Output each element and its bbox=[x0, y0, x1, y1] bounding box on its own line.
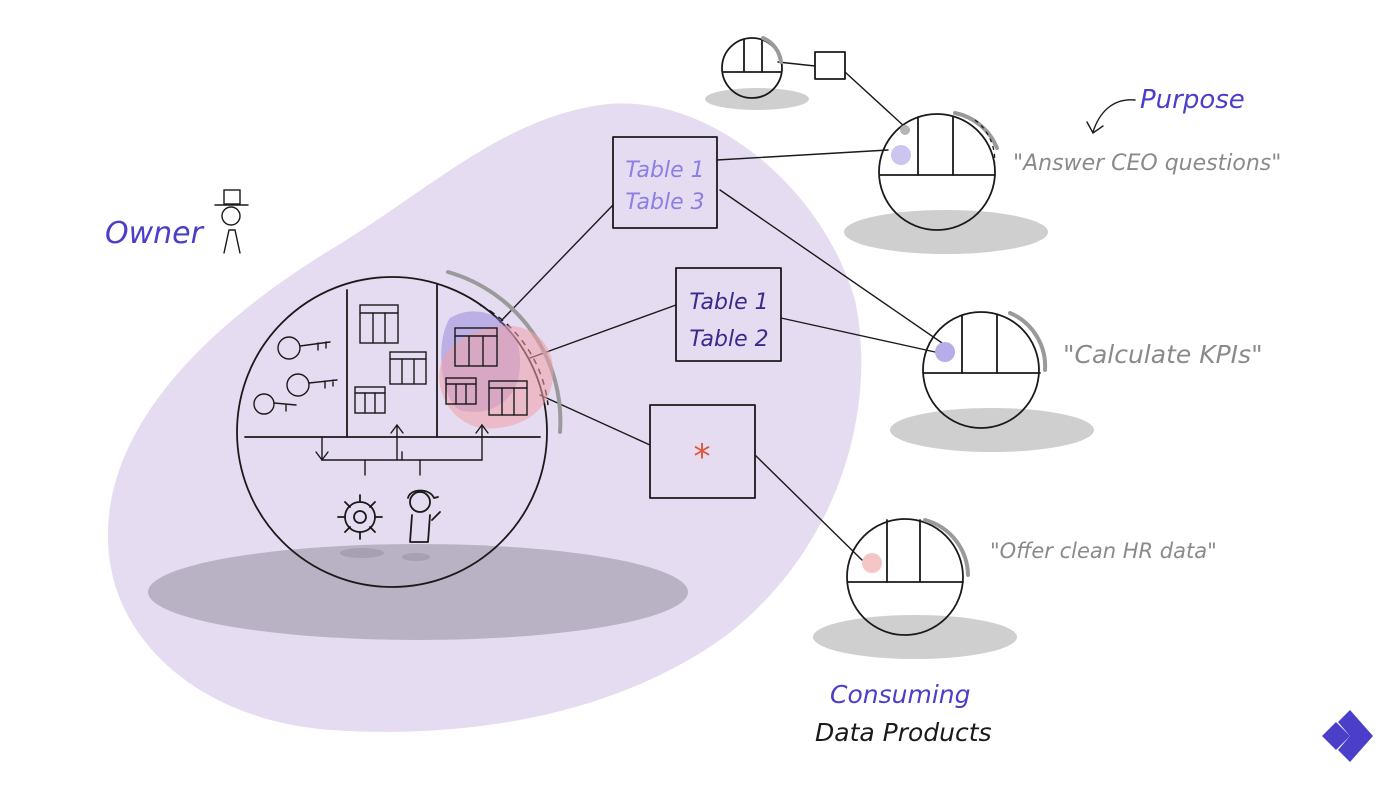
consumer-2-quote: "Calculate KPIs" bbox=[1063, 340, 1263, 369]
key-icon bbox=[253, 336, 338, 415]
consuming-label: Consuming bbox=[830, 680, 970, 709]
logo-icon bbox=[1322, 710, 1373, 762]
consumer-3-quote: "Offer clean HR data" bbox=[990, 539, 1217, 563]
consumer-1 bbox=[844, 111, 1048, 254]
output-port-1 bbox=[612, 136, 718, 229]
output-port-3 bbox=[649, 404, 756, 499]
gear-icon bbox=[337, 494, 383, 540]
consumer-2 bbox=[890, 311, 1094, 452]
port-2-line-2: Table 2 bbox=[689, 327, 768, 352]
purpose-arrow bbox=[1086, 99, 1136, 135]
port-2-line-1: Table 1 bbox=[689, 290, 768, 315]
port-1-line-1: Table 1 bbox=[625, 158, 704, 183]
worker-icon bbox=[407, 489, 441, 543]
port-3-wildcard: * bbox=[694, 437, 711, 477]
port-1-line-2: Table 3 bbox=[625, 190, 704, 215]
top-hat-person-icon bbox=[214, 189, 249, 254]
consumer-1-quote: "Answer CEO questions" bbox=[1013, 151, 1281, 176]
data-products-label: Data Products bbox=[815, 718, 992, 747]
main-shadow bbox=[148, 544, 688, 640]
consumer-3 bbox=[813, 518, 1017, 659]
table-grid-icon bbox=[354, 304, 528, 416]
owner-label: Owner bbox=[105, 216, 205, 251]
output-port-2 bbox=[675, 267, 782, 362]
purpose-label: Purpose bbox=[1140, 85, 1245, 115]
upstream-consumer bbox=[705, 36, 846, 110]
main-data-product bbox=[236, 270, 563, 588]
data-flow-arrows bbox=[315, 423, 489, 476]
